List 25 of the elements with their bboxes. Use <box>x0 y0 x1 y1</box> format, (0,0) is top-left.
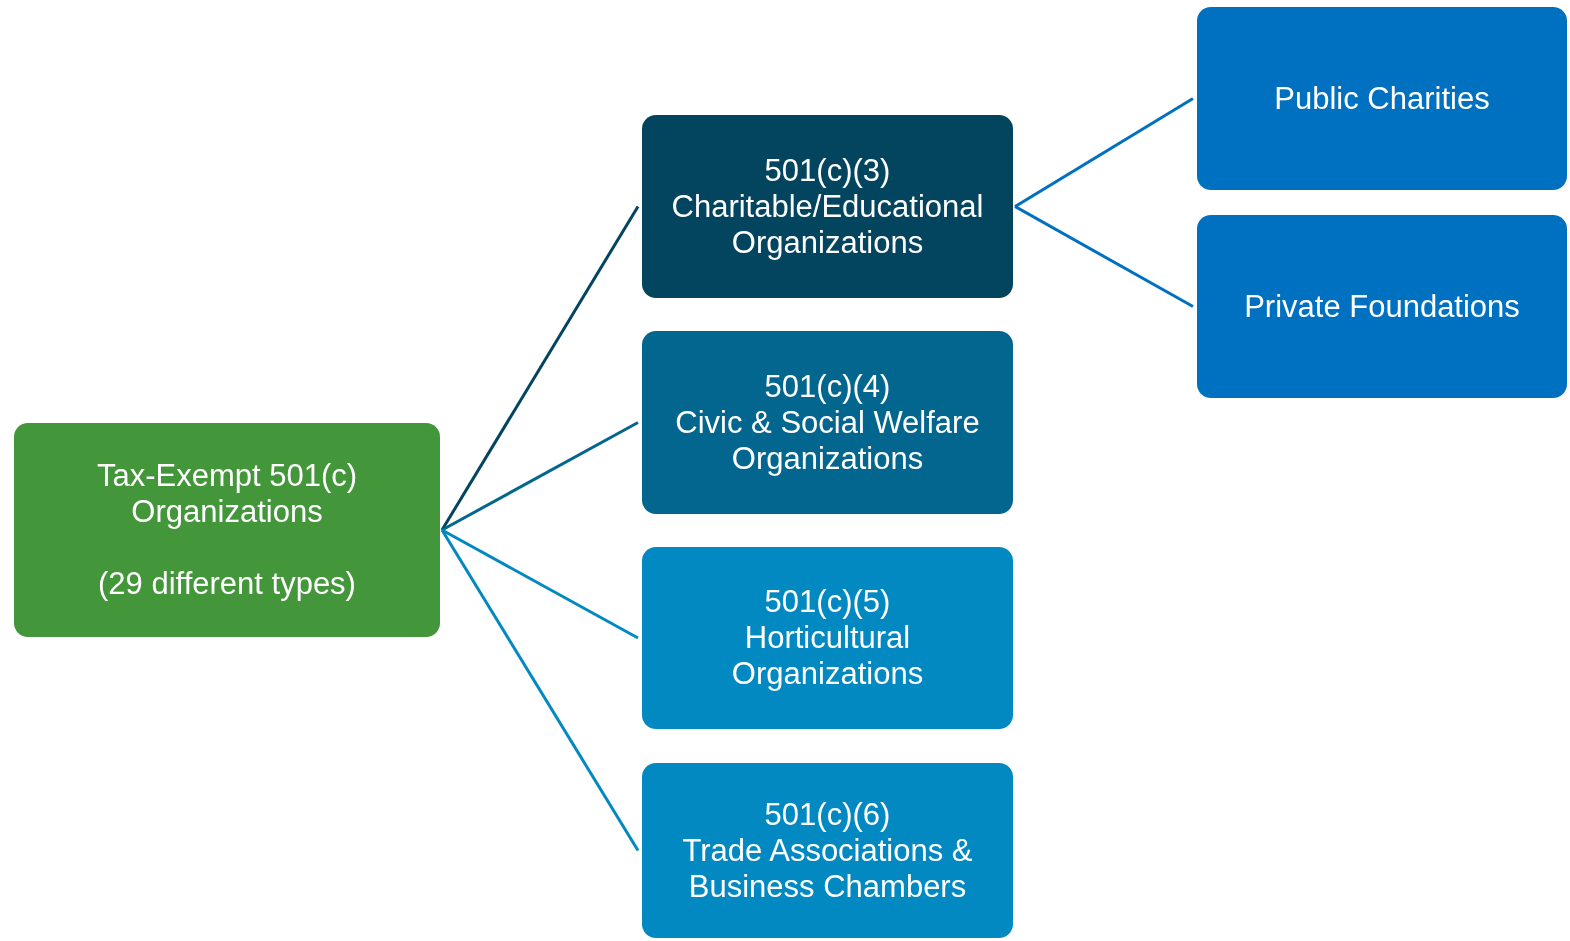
connector-line <box>440 205 640 531</box>
category-box <box>1197 7 1567 190</box>
box-text: Civic & Social Welfare Organizations <box>674 404 981 477</box>
category-box <box>642 331 1013 514</box>
box-text: 501(c)(3) <box>764 152 891 189</box>
box-text: Public Charities <box>1274 80 1490 117</box>
connector-line <box>441 528 639 640</box>
category-box <box>642 547 1013 729</box>
box-text: Private Foundations <box>1244 288 1520 325</box>
connector-line <box>1014 205 1194 308</box>
box-text: Charitable/Educational Organizations <box>670 188 985 261</box>
box-text: (29 different types) <box>98 566 356 602</box>
category-box <box>14 423 440 637</box>
category-box <box>642 115 1013 298</box>
box-text: Tax-Exempt 501(c) Organizations <box>95 458 359 530</box>
connector-line <box>440 529 640 852</box>
box-text: Trade Associations & Business Chambers <box>681 832 974 905</box>
box-text: 501(c)(6) <box>764 796 891 833</box>
connector-line <box>1014 97 1194 208</box>
category-box <box>1197 215 1567 398</box>
category-box <box>642 763 1013 938</box>
box-text: Horticultural Organizations <box>730 620 925 692</box>
connector-line <box>441 421 639 532</box>
box-text: 501(c)(5) <box>764 584 891 620</box>
box-text: 501(c)(4) <box>764 368 891 405</box>
